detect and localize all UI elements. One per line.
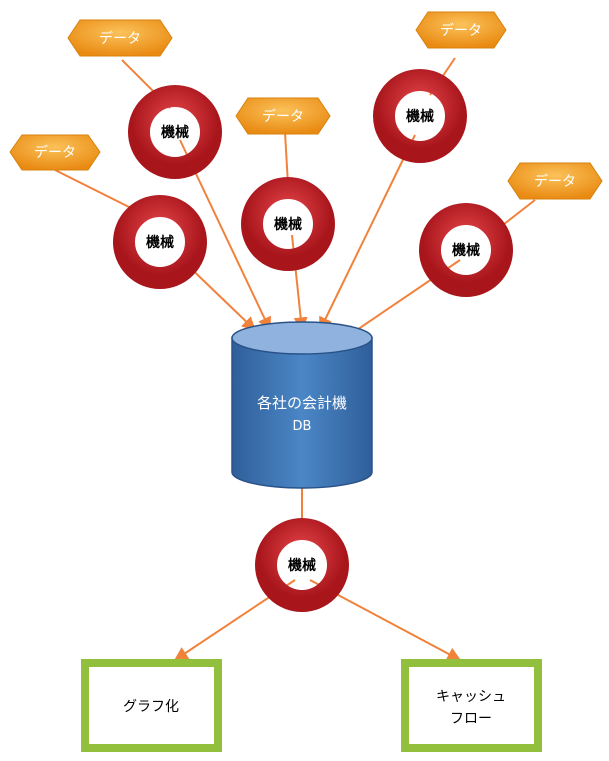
hexagon-shape [9,134,101,171]
cylinder-top [231,321,373,355]
hexagon-shape [507,162,603,200]
ring-shape [419,203,513,297]
data-node: データ [415,11,507,49]
data-node: データ [235,97,331,135]
hexagon-shape [415,11,507,49]
machine-node: 機械 [419,203,513,297]
ring-shape [241,177,335,271]
data-node-label: データ [440,22,482,39]
machine-node-label: 機械 [406,108,434,125]
output-box-label: フロー [450,711,492,727]
machine-node: 機械 [113,195,207,289]
data-node-label: データ [99,30,141,47]
output-box-frame [81,659,222,752]
data-node-label: データ [34,144,76,161]
database-subtitle: DB [293,419,312,434]
cylinder-body [231,337,373,489]
output-box-label: キャッシュ [436,689,506,705]
machine-node-label: 機械 [146,234,174,251]
data-node-label: データ [262,108,304,125]
connector-line [284,131,289,186]
data-node: データ [9,134,101,171]
machine-node: 機械 [128,85,222,179]
hexagon-shape [235,97,331,135]
arrow-line [319,134,416,332]
output-box-frame [401,659,542,752]
connector-line [54,169,136,211]
machine-node-label: 機械 [288,557,316,574]
machine-node: 機械 [241,177,335,271]
machine-node-label: 機械 [274,216,302,233]
hexagon-shape [67,19,173,57]
data-node: データ [507,162,603,200]
database-title: 各社の会計機 [257,394,347,412]
output-box-label: グラフ化 [123,699,179,715]
data-node-label: データ [534,173,576,190]
machine-node-label: 機械 [452,242,480,259]
ring-shape [128,85,222,179]
ring-shape [373,69,467,163]
database-cylinder: 各社の会計機 DB [231,321,373,489]
output-box-cashflow: キャッシュ フロー [401,659,542,752]
ring-shape [113,195,207,289]
data-node: データ [67,19,173,57]
machine-node-label: 機械 [161,124,189,141]
machine-node: 機械 [255,518,349,612]
machine-node: 機械 [373,69,467,163]
ring-shape [255,518,349,612]
output-box-graph: グラフ化 [81,659,222,752]
